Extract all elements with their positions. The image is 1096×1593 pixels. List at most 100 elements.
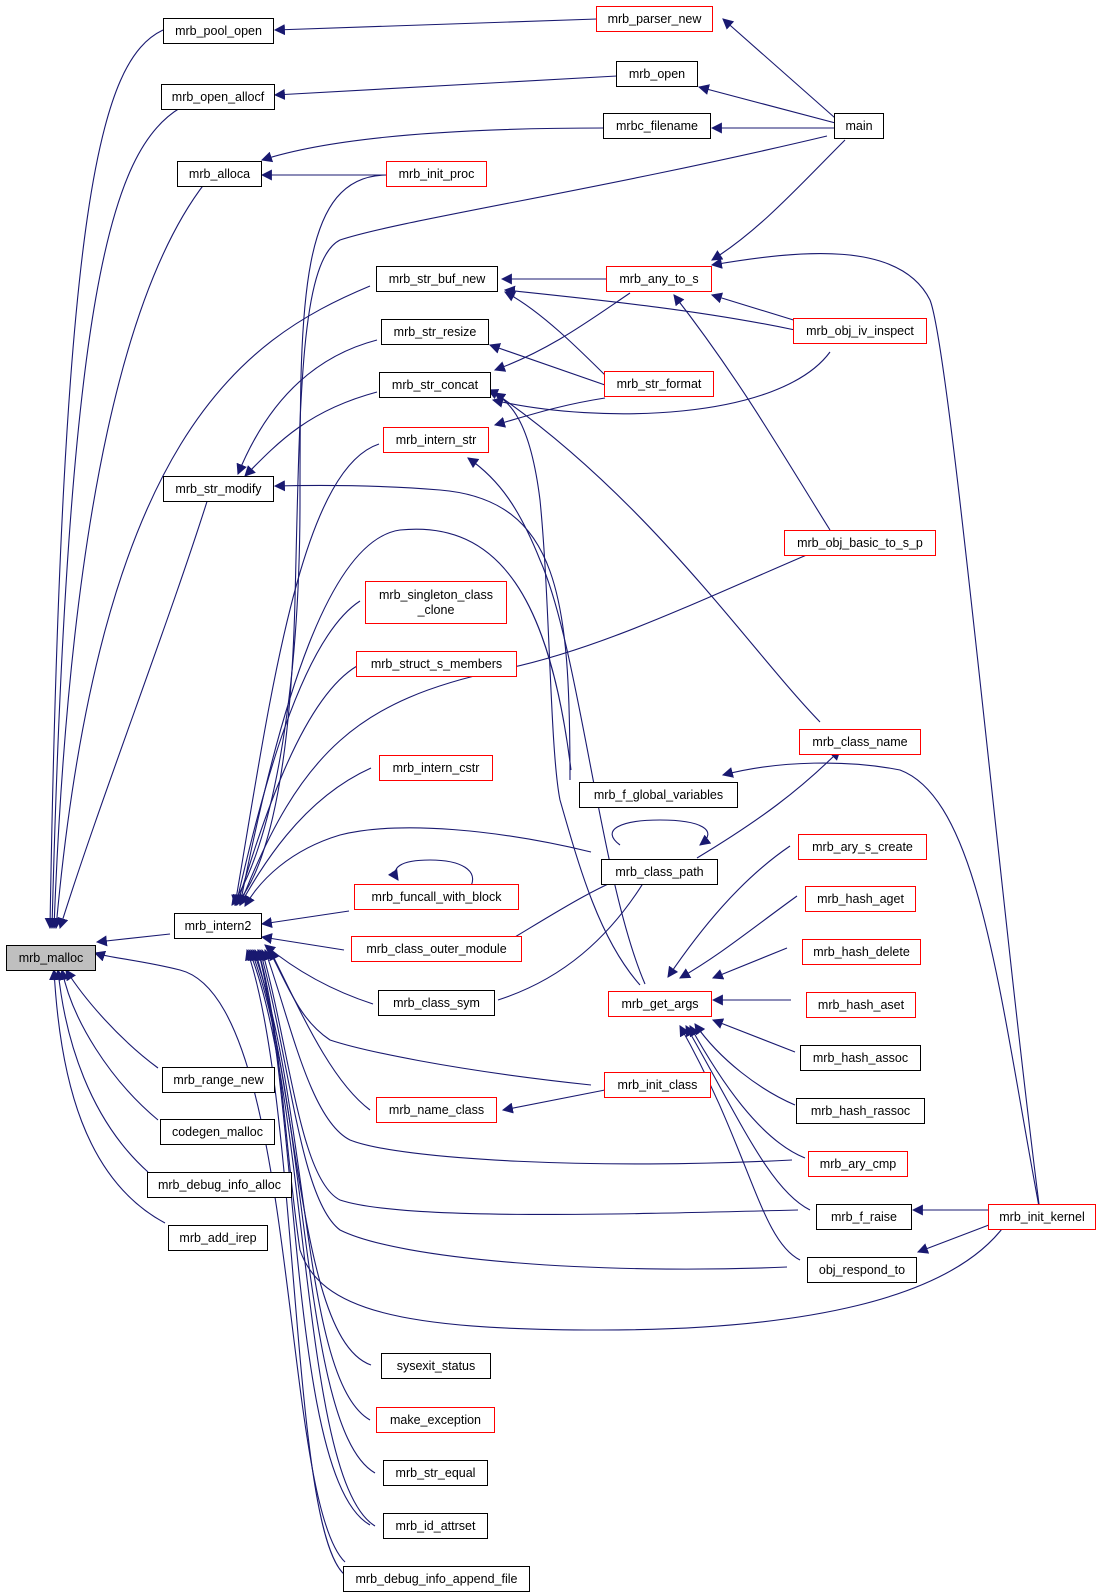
node-mrb-intern-cstr[interactable]: mrb_intern_cstr — [379, 755, 493, 781]
node-mrb-f-raise[interactable]: mrb_f_raise — [816, 1204, 912, 1230]
node-mrb-intern2[interactable]: mrb_intern2 — [174, 913, 262, 939]
edge — [273, 480, 571, 781]
edge — [503, 285, 796, 331]
edge — [387, 859, 473, 889]
edge — [232, 600, 361, 907]
node-mrb-ary-s-create[interactable]: mrb_ary_s_create — [798, 834, 927, 860]
node-mrb-pool-open[interactable]: mrb_pool_open — [163, 18, 274, 44]
edge — [273, 18, 598, 36]
node-sysexit-status[interactable]: sysexit_status — [381, 1353, 491, 1379]
edge — [257, 948, 788, 1270]
edge — [49, 968, 166, 1224]
node-mrb-any-to-s[interactable]: mrb_any_to_s — [606, 266, 712, 292]
edge — [679, 1025, 801, 1261]
edge — [259, 948, 799, 1216]
edge — [244, 391, 378, 477]
node-mrb-get-args[interactable]: mrb_get_args — [608, 991, 712, 1017]
node-mrb-str-buf-new[interactable]: mrb_str_buf_new — [376, 266, 498, 292]
edge — [493, 397, 606, 428]
node-main[interactable]: main — [834, 113, 884, 139]
edge — [231, 443, 380, 907]
node-mrb-debug-info-append-file[interactable]: mrb_debug_info_append_file — [343, 1566, 530, 1592]
edge — [710, 253, 1041, 1213]
node-mrb-malloc[interactable]: mrb_malloc — [6, 945, 96, 971]
edge — [260, 910, 350, 928]
edge — [46, 107, 181, 930]
node-mrb-init-kernel[interactable]: mrb_init_kernel — [988, 1204, 1096, 1230]
node-codegen-malloc[interactable]: codegen_malloc — [160, 1119, 275, 1145]
edge-group — [44, 18, 1041, 1576]
edge — [611, 819, 712, 846]
node-mrb-open-allocf[interactable]: mrb_open_allocf — [161, 84, 275, 110]
edge — [263, 948, 793, 1165]
edge — [51, 285, 371, 930]
edge — [231, 174, 388, 906]
node-mrb-class-sym[interactable]: mrb_class_sym — [378, 990, 495, 1016]
edge — [267, 947, 592, 1086]
edge — [696, 749, 841, 859]
edge — [685, 1025, 811, 1211]
edge — [53, 968, 149, 1173]
node-mrb-class-name[interactable]: mrb_class_name — [799, 729, 921, 755]
node-mrb-hash-rassoc[interactable]: mrb_hash_rassoc — [796, 1098, 925, 1124]
edge — [251, 948, 371, 1421]
edge — [260, 127, 606, 163]
node-mrb-funcall-with-block[interactable]: mrb_funcall_with_block — [354, 884, 519, 910]
edge — [711, 947, 788, 980]
node-mrb-add-irep[interactable]: mrb_add_irep — [168, 1225, 268, 1251]
node-mrb-class-path[interactable]: mrb_class_path — [601, 859, 718, 885]
node-mrb-intern-str[interactable]: mrb_intern_str — [383, 427, 489, 453]
node-mrbc-filename[interactable]: mrbc_filename — [603, 113, 711, 139]
node-mrb-open[interactable]: mrb_open — [616, 61, 698, 87]
edge — [497, 871, 651, 1001]
edge — [65, 969, 159, 1069]
node-mrb-str-modify[interactable]: mrb_str_modify — [163, 476, 274, 502]
edge — [491, 351, 831, 415]
node-mrb-hash-delete[interactable]: mrb_hash_delete — [802, 939, 921, 965]
edge — [260, 933, 345, 951]
node-mrb-str-format[interactable]: mrb_str_format — [604, 371, 714, 397]
node-obj-respond-to[interactable]: obj_respond_to — [807, 1257, 917, 1283]
node-make-exception[interactable]: make_exception — [376, 1407, 495, 1433]
edge — [238, 544, 831, 907]
node-mrb-parser-new[interactable]: mrb_parser_new — [596, 6, 713, 32]
node-mrb-id-attrset[interactable]: mrb_id_attrset — [383, 1513, 488, 1539]
node-mrb-hash-aget[interactable]: mrb_hash_aget — [805, 886, 916, 912]
edge — [244, 827, 592, 907]
edge — [710, 292, 801, 323]
edge — [721, 762, 1041, 1213]
node-mrb-hash-aset[interactable]: mrb_hash_aset — [806, 992, 916, 1018]
node-mrb-obj-basic-to-s-p[interactable]: mrb_obj_basic_to_s_p — [784, 530, 936, 556]
edge — [236, 339, 378, 476]
edge — [501, 1089, 606, 1114]
node-mrb-class-outer-module[interactable]: mrb_class_outer_module — [351, 936, 522, 962]
node-mrb-str-equal[interactable]: mrb_str_equal — [383, 1460, 488, 1486]
node-mrb-init-class[interactable]: mrb_init_class — [604, 1072, 711, 1098]
edge — [493, 292, 631, 372]
node-mrb-ary-cmp[interactable]: mrb_ary_cmp — [808, 1151, 908, 1177]
node-mrb-str-concat[interactable]: mrb_str_concat — [379, 372, 491, 398]
edge — [711, 1018, 796, 1053]
node-mrb-init-proc[interactable]: mrb_init_proc — [386, 161, 487, 187]
edge — [44, 29, 164, 930]
edge — [234, 135, 828, 906]
node-mrb-str-resize[interactable]: mrb_str_resize — [381, 319, 489, 345]
node-mrb-range-new[interactable]: mrb_range_new — [162, 1067, 275, 1093]
node-mrb-name-class[interactable]: mrb_name_class — [376, 1097, 497, 1123]
node-mrb-alloca[interactable]: mrb_alloca — [177, 161, 262, 187]
edge — [255, 948, 371, 1526]
edge — [494, 392, 821, 723]
edge — [57, 491, 211, 930]
node-mrb-f-global-variables[interactable]: mrb_f_global_variables — [579, 782, 738, 808]
edge — [236, 528, 572, 907]
node-mrb-obj-iv-inspect[interactable]: mrb_obj_iv_inspect — [793, 318, 927, 344]
node-mrb-debug-info-alloc[interactable]: mrb_debug_info_alloc — [147, 1172, 292, 1198]
edge — [722, 18, 844, 126]
node-mrb-singleton-class-clone[interactable]: mrb_singleton_class _clone — [365, 581, 507, 624]
edge — [504, 291, 616, 386]
edge — [273, 75, 618, 100]
edge — [95, 933, 171, 947]
node-mrb-struct-s-members[interactable]: mrb_struct_s_members — [356, 651, 517, 677]
node-mrb-hash-assoc[interactable]: mrb_hash_assoc — [800, 1045, 921, 1071]
